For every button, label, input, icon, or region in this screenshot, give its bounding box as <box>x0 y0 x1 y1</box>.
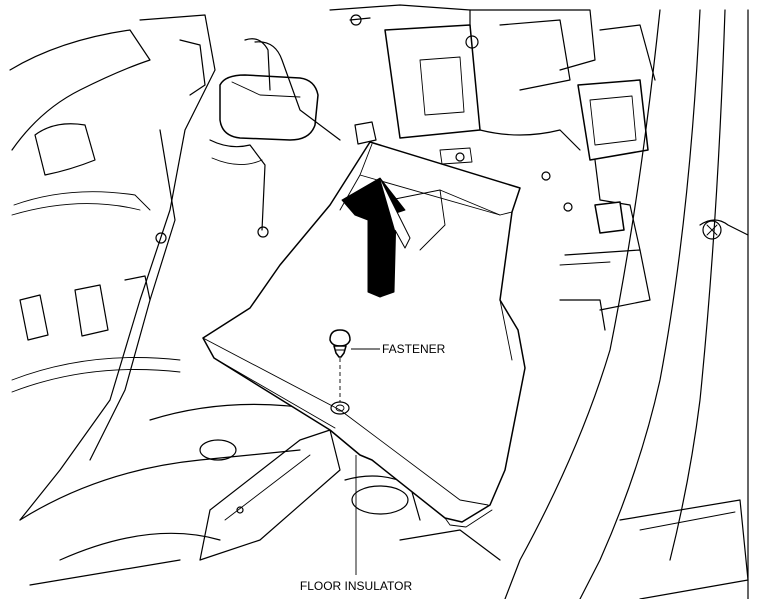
vehicle-background-structure <box>9 4 749 599</box>
fastener-label: FASTENER <box>382 342 446 356</box>
fastener <box>329 329 351 402</box>
floor-insulator-label: FLOOR INSULATOR <box>300 579 413 593</box>
floor-insulator-part <box>202 141 526 528</box>
removal-direction-arrow <box>341 177 411 298</box>
